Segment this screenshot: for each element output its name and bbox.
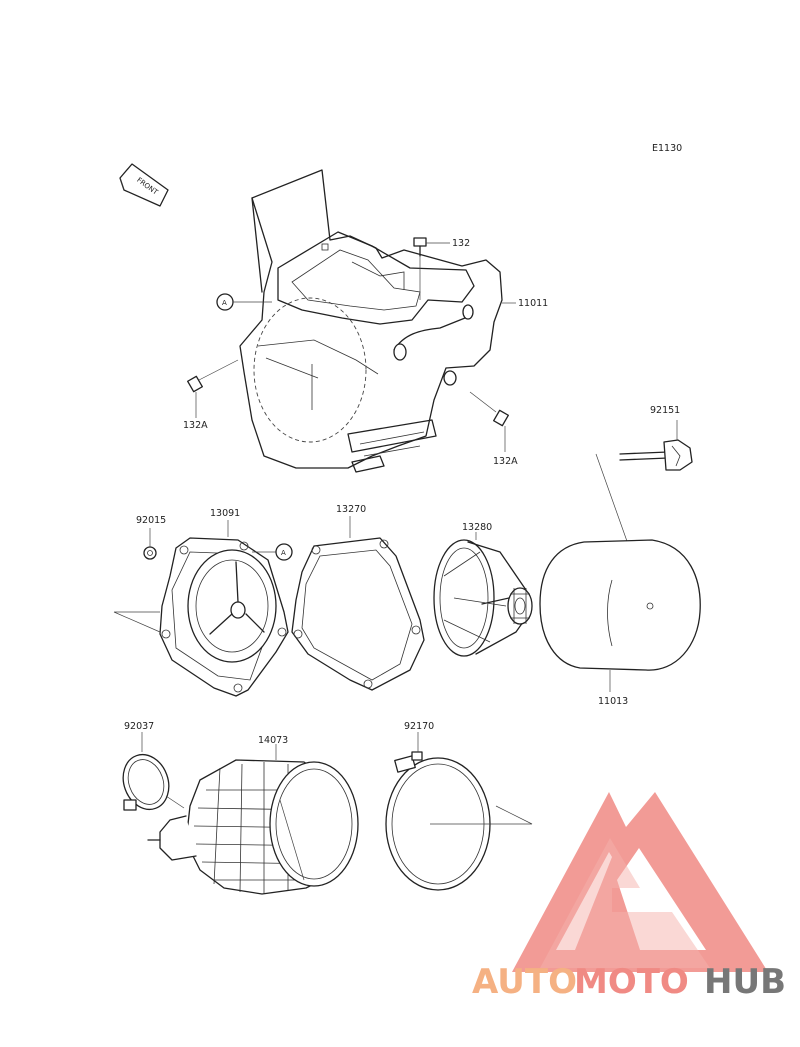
label-92037: 92037 — [124, 721, 154, 732]
duct-14073 — [147, 744, 359, 895]
svg-text:A: A — [222, 299, 227, 307]
bolt-132a-right — [469, 391, 509, 452]
bolt-132 — [413, 237, 450, 300]
label-11011: 11011 — [518, 298, 548, 309]
bolt-132a-left — [187, 359, 239, 418]
watermark-part2: MOTO — [574, 962, 689, 1002]
label-92015: 92015 — [136, 515, 166, 526]
watermark-logo-icon — [512, 792, 768, 972]
clamp-92037 — [122, 732, 185, 811]
diagram-code: E1130 — [652, 143, 682, 154]
ref-marker-a-middle: A — [252, 543, 293, 561]
housing-opening-hidden — [253, 297, 367, 443]
element-holder-13091 — [159, 520, 289, 697]
label-132a-left: 132A — [183, 420, 208, 431]
washer-92015 — [143, 528, 157, 560]
element-cage-13280 — [433, 532, 533, 657]
label-13270: 13270 — [336, 504, 366, 515]
label-92170: 92170 — [404, 721, 434, 732]
watermark: AUTO MOTO HUB — [472, 962, 786, 1002]
gasket-13270 — [291, 516, 425, 691]
front-arrow-icon: FRONT — [119, 163, 169, 207]
svg-text:A: A — [281, 549, 286, 557]
ref-marker-a-top: A — [216, 293, 272, 311]
label-92151: 92151 — [650, 405, 680, 416]
wing-bolt-92151 — [619, 420, 693, 471]
watermark-part1: AUTO — [472, 962, 577, 1002]
label-13280: 13280 — [462, 522, 492, 533]
foam-element-11013 — [539, 539, 701, 692]
label-14073: 14073 — [258, 735, 288, 746]
clamp-92170 — [385, 732, 533, 891]
label-13091: 13091 — [210, 508, 240, 519]
air-cleaner-housing — [239, 169, 503, 473]
watermark-part3: HUB — [704, 962, 786, 1002]
label-11013: 11013 — [598, 696, 628, 707]
label-132: 132 — [452, 238, 470, 249]
label-132a-right: 132A — [493, 456, 518, 467]
